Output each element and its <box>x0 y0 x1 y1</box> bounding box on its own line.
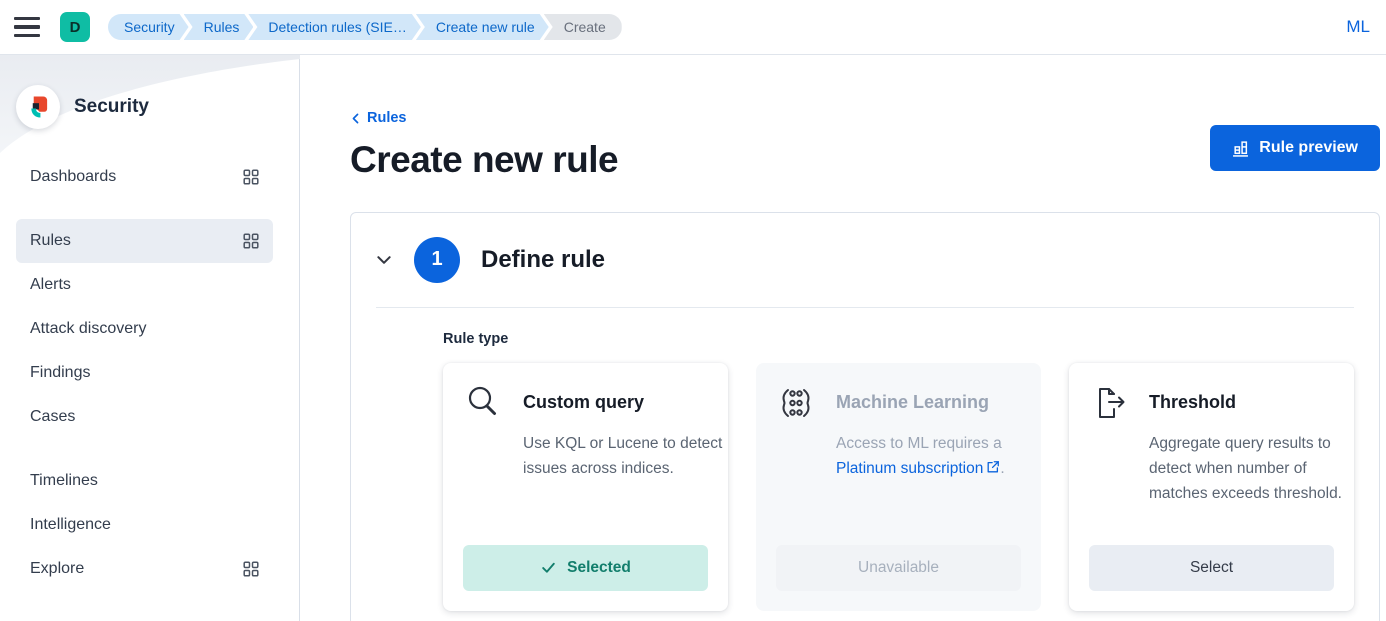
card-title: Threshold <box>1149 392 1237 412</box>
step-number-badge: 1 <box>414 236 460 283</box>
sidebar-item-cases[interactable]: Cases <box>16 395 273 439</box>
sidebar-item-explore[interactable]: Explore <box>16 547 273 591</box>
sidebar-item-label: Dashboards <box>30 168 117 185</box>
rule-preview-label: Rule preview <box>1259 139 1358 156</box>
grid-icon <box>243 561 259 577</box>
grid-icon <box>243 169 259 185</box>
breadcrumb-security[interactable]: Security <box>108 14 189 40</box>
define-rule-panel: 1 Define rule Rule type <box>350 211 1380 621</box>
sidebar-item-label: Cases <box>30 408 76 425</box>
breadcrumb-create-new-rule[interactable]: Create new rule <box>416 14 549 40</box>
breadcrumb: Security Rules Detection rules (SIE… Cre… <box>108 14 622 40</box>
breadcrumb-rules[interactable]: Rules <box>184 14 254 40</box>
main-content: Rule preview Rules Create new rule 1 Def… <box>300 55 1386 621</box>
machine-learning-unavailable-button: Unavailable <box>776 544 1021 591</box>
sidebar-item-rules[interactable]: Rules <box>16 219 273 263</box>
sidebar-item-label: Alerts <box>30 276 71 293</box>
collapse-step-button[interactable] <box>375 251 393 269</box>
chevron-left-icon <box>352 113 359 123</box>
card-description: Aggregate query results to detect when n… <box>1149 434 1342 502</box>
back-to-rules-link[interactable]: Rules <box>350 110 407 126</box>
breadcrumb-detection-rules[interactable]: Detection rules (SIE… <box>248 14 421 40</box>
panel-divider <box>376 306 1354 308</box>
define-rule-header: 1 Define rule <box>351 213 1379 307</box>
sidebar-item-label: Attack discovery <box>30 320 147 337</box>
machine-learning-icon <box>776 383 816 423</box>
sidebar-item-label: Rules <box>30 232 71 249</box>
sidebar: Security Dashboards Rules <box>0 55 300 621</box>
sidebar-item-intelligence[interactable]: Intelligence <box>16 503 273 547</box>
rule-type-label: Rule type <box>443 330 509 347</box>
sidebar-item-label: Intelligence <box>30 516 111 533</box>
card-title: Machine Learning <box>836 392 990 412</box>
sidebar-item-findings[interactable]: Findings <box>16 351 273 395</box>
ml-link[interactable]: ML <box>1346 17 1370 36</box>
custom-query-selected-button[interactable]: Selected <box>463 544 708 591</box>
threshold-select-button[interactable]: Select <box>1089 544 1334 591</box>
rule-type-card-machine-learning: Machine Learning Access to ML requires a… <box>756 362 1041 611</box>
sidebar-item-dashboards[interactable]: Dashboards <box>16 155 273 199</box>
breadcrumb-create: Create <box>543 14 622 40</box>
sidebar-header: Security <box>0 55 299 129</box>
security-logo <box>16 85 60 129</box>
sidebar-item-alerts[interactable]: Alerts <box>16 263 273 307</box>
rule-type-cards: Custom query Use KQL or Lucene to detect… <box>443 362 1355 611</box>
menu-icon[interactable] <box>14 17 40 37</box>
rule-type-card-threshold[interactable]: Threshold Aggregate query results to det… <box>1069 362 1354 611</box>
external-link-icon <box>986 460 1000 474</box>
sidebar-item-label: Timelines <box>30 472 98 489</box>
sidebar-item-attack-discovery[interactable]: Attack discovery <box>16 307 273 351</box>
space-avatar[interactable]: D <box>60 12 90 42</box>
step-title: Define rule <box>481 245 606 273</box>
bar-chart-icon <box>1232 140 1249 157</box>
rule-type-card-custom-query[interactable]: Custom query Use KQL or Lucene to detect… <box>443 362 728 611</box>
sidebar-nav: Dashboards Rules <box>0 155 299 591</box>
rule-preview-button[interactable]: Rule preview <box>1210 125 1380 171</box>
card-description: Access to ML requires a Platinum subscri… <box>836 434 1005 477</box>
chevron-down-icon <box>377 255 391 264</box>
threshold-icon <box>1089 383 1129 423</box>
card-description: Use KQL or Lucene to detect issues acros… <box>523 434 723 477</box>
page-title: Create new rule <box>350 138 619 180</box>
top-bar: D Security Rules Detection rules (SIE… C… <box>0 0 1386 55</box>
search-icon <box>463 383 503 423</box>
card-title: Custom query <box>523 392 645 412</box>
sidebar-item-timelines[interactable]: Timelines <box>16 459 273 503</box>
sidebar-item-label: Explore <box>30 560 85 577</box>
sidebar-title: Security <box>74 96 149 117</box>
sidebar-item-label: Findings <box>30 364 91 381</box>
check-icon <box>542 562 555 573</box>
platinum-subscription-link[interactable]: Platinum subscription <box>836 460 1000 477</box>
grid-icon <box>243 233 259 249</box>
